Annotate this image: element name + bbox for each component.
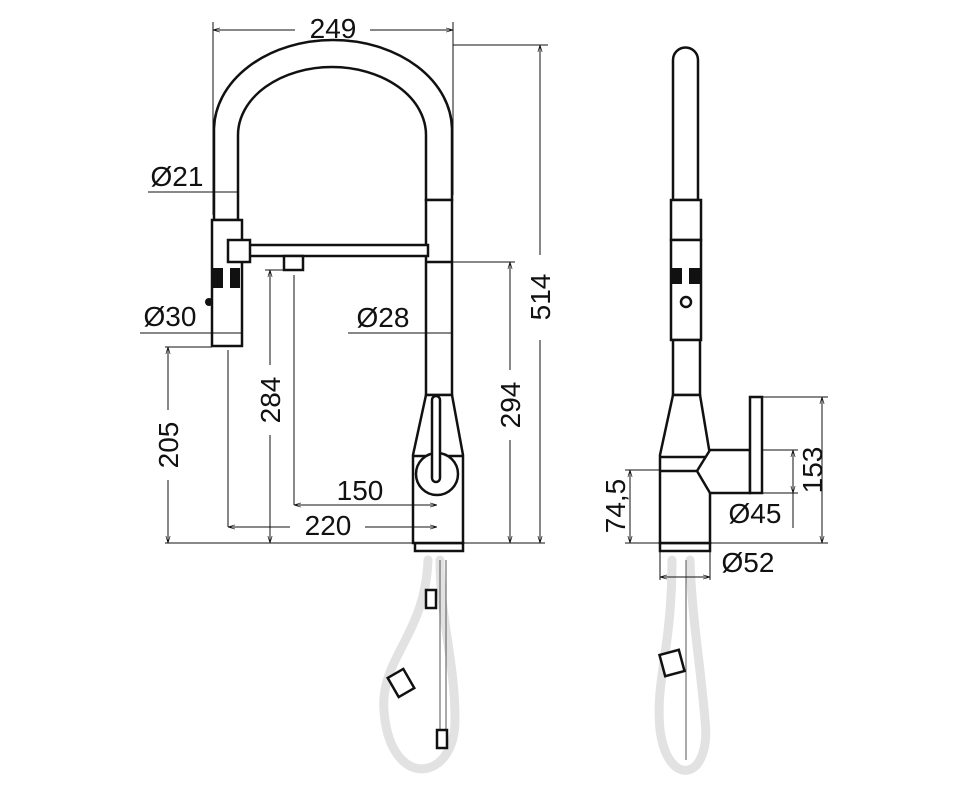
side-lever-hub bbox=[695, 448, 752, 495]
dim-body-height: 294 bbox=[495, 382, 526, 429]
dim-head-diameter: Ø30 bbox=[144, 301, 197, 332]
side-tube bbox=[671, 46, 700, 202]
dim-spout-height: 284 bbox=[255, 377, 286, 424]
pull-down-arch bbox=[212, 38, 454, 222]
side-spray-head bbox=[669, 238, 703, 342]
dim-lever-diameter: Ø45 bbox=[729, 498, 782, 529]
body-tube bbox=[424, 198, 454, 397]
side-lever-handle bbox=[748, 395, 764, 495]
dim-spout-reach: 150 bbox=[337, 475, 384, 506]
dim-base-height: 74,5 bbox=[600, 479, 631, 534]
supply-hose-loop bbox=[379, 555, 460, 774]
dim-hose-diameter: Ø21 bbox=[151, 161, 204, 192]
dim-total-height: 514 bbox=[525, 274, 556, 321]
dim-head-reach: 220 bbox=[305, 510, 352, 541]
dim-lever-height: 153 bbox=[797, 447, 828, 494]
spray-bar bbox=[238, 243, 430, 258]
side-view: 153 Ø45 74,5 Ø52 bbox=[600, 46, 828, 775]
dim-base-diameter: Ø52 bbox=[722, 547, 775, 578]
dim-width: 249 bbox=[310, 13, 357, 44]
dim-head-height: 205 bbox=[153, 422, 184, 469]
lever-handle bbox=[430, 394, 442, 484]
weight-clip bbox=[385, 667, 417, 699]
dim-body-diameter: Ø28 bbox=[357, 302, 410, 333]
front-view: 249 514 294 284 205 150 220 Ø21 Ø30 Ø28 bbox=[140, 13, 556, 774]
